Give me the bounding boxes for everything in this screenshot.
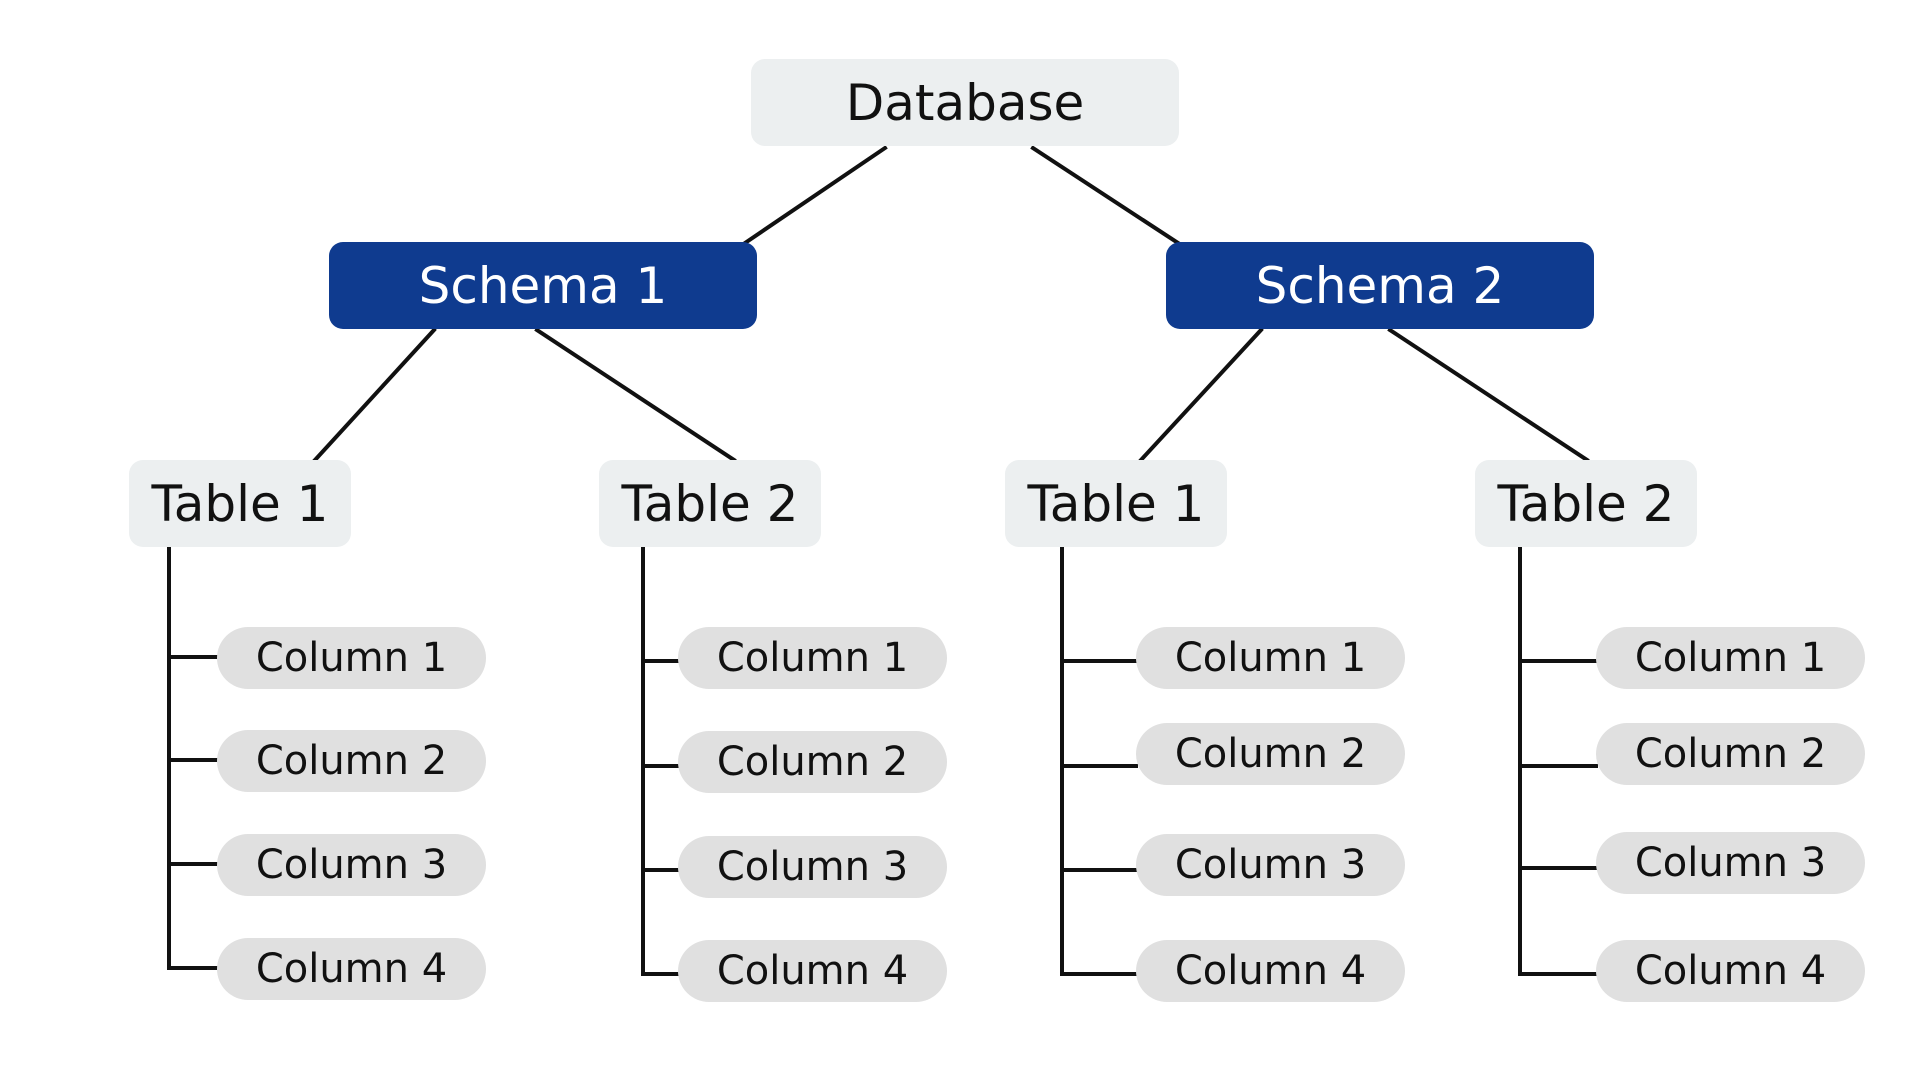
connector-schema-2-table-1	[1138, 327, 1264, 463]
s2-t2-column-3: Column 3	[1596, 832, 1865, 894]
connector-s2-t2-spine	[1518, 546, 1598, 976]
connector-s1-t1-spine	[167, 546, 219, 970]
s2-t1-column-2: Column 2	[1136, 723, 1405, 785]
connector-database-schema-2	[1030, 145, 1181, 246]
s2-t1-column-4: Column 4	[1136, 940, 1405, 1002]
s2-t2-column-1: Column 1	[1596, 627, 1865, 689]
schema-1-node: Schema 1	[329, 242, 757, 329]
s2-t1-column-1: Column 1	[1136, 627, 1405, 689]
s1-t2-column-2: Column 2	[678, 731, 947, 793]
connector-schema-1-table-1	[312, 327, 437, 463]
s1-t1-column-1: Column 1	[217, 627, 486, 689]
s1-t1-column-4: Column 4	[217, 938, 486, 1000]
s2-t2-column-2: Column 2	[1596, 723, 1865, 785]
s1-t2-column-4: Column 4	[678, 940, 947, 1002]
s2-t1-column-3: Column 3	[1136, 834, 1405, 896]
schema-2-node: Schema 2	[1166, 242, 1594, 329]
connector-schema-2-table-2	[1387, 327, 1590, 463]
connector-s1-t2-spine	[641, 546, 680, 976]
connector-database-schema-1	[742, 145, 888, 246]
schema-1-table-1-node: Table 1	[129, 460, 351, 547]
s1-t2-column-1: Column 1	[678, 627, 947, 689]
database-node: Database	[751, 59, 1179, 146]
schema-2-table-2-node: Table 2	[1475, 460, 1697, 547]
connector-schema-1-table-2	[534, 327, 737, 463]
schema-2-table-1-node: Table 1	[1005, 460, 1227, 547]
s1-t1-column-2: Column 2	[217, 730, 486, 792]
connector-s2-t1-spine	[1060, 546, 1138, 976]
schema-1-table-2-node: Table 2	[599, 460, 821, 547]
s1-t2-column-3: Column 3	[678, 836, 947, 898]
s1-t1-column-3: Column 3	[217, 834, 486, 896]
s2-t2-column-4: Column 4	[1596, 940, 1865, 1002]
